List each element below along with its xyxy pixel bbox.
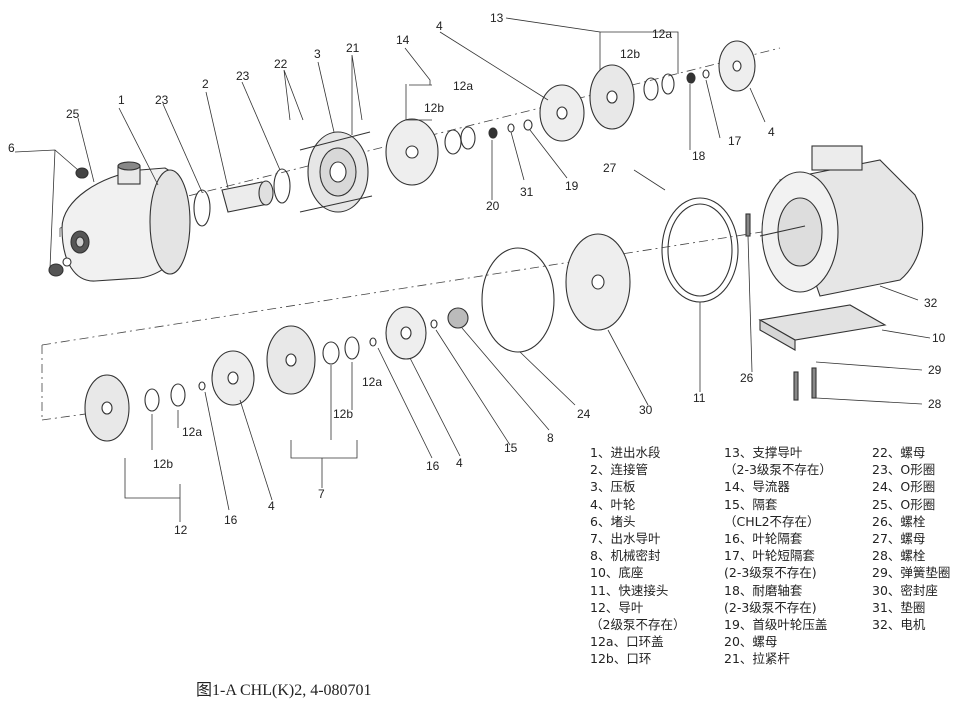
callout-20: 20	[486, 199, 500, 213]
legend-item: 31、垫圈	[872, 599, 926, 615]
callout-13: 13	[490, 11, 504, 25]
legend-item: 17、叶轮短隔套	[724, 548, 815, 564]
callout-27: 27	[603, 161, 617, 175]
legend-item: 15、隔套	[724, 496, 778, 512]
callout-29: 29	[928, 363, 942, 377]
legend-item: 7、出水导叶	[590, 530, 661, 546]
legend-item: （2级泵不存在）	[590, 616, 686, 632]
legend-item: 19、首级叶轮压盖	[724, 616, 828, 632]
figure-caption: 图1-A CHL(K)2, 4-080701	[196, 682, 372, 699]
callout-24: 24	[577, 407, 591, 421]
callout-30: 30	[639, 403, 653, 417]
legend-item: （2-3级泵不存在）	[724, 462, 832, 478]
legend-item: 14、导流器	[724, 479, 790, 495]
callout-23: 23	[155, 93, 169, 107]
callout-4: 4	[456, 456, 463, 470]
callout-21: 21	[346, 41, 360, 55]
parts-legend: 1、进出水段 2、连接管 3、压板 4、叶轮 6、堵头 7、出水导叶 8、机械密…	[590, 444, 975, 694]
assembly-axis-lines	[41, 47, 801, 421]
pressure-plate	[299, 131, 373, 213]
callout-17: 17	[728, 134, 742, 148]
legend-item: 22、螺母	[872, 445, 926, 460]
callout-6: 6	[8, 141, 15, 155]
legend-item: 10、底座	[590, 565, 644, 581]
callout-3: 3	[314, 47, 321, 61]
legend-item: 18、耐磨轴套	[724, 582, 803, 598]
connecting-pipe-and-orings	[193, 168, 291, 227]
legend-item: 11、快速接头	[590, 582, 669, 598]
callout-4: 4	[268, 499, 275, 513]
callout-7: 7	[318, 487, 325, 501]
callout-12a: 12a	[652, 27, 672, 41]
inlet-outlet-section	[61, 161, 191, 282]
callout-25: 25	[66, 107, 80, 121]
callout-12a: 12a	[453, 79, 473, 93]
legend-item: 6、堵头	[590, 513, 636, 529]
legend-item: 2、连接管	[590, 462, 648, 478]
callout-4: 4	[768, 125, 775, 139]
legend-column-2: 13、支撑导叶 （2-3级泵不存在） 14、导流器 15、隔套 （CHL2不存在…	[724, 444, 832, 667]
callout-12: 12	[174, 523, 188, 537]
callout-12b: 12b	[424, 101, 444, 115]
callout-12b: 12b	[333, 407, 353, 421]
legend-item: 25、O形圈	[872, 496, 936, 512]
callout-1: 1	[118, 93, 125, 107]
legend-item: 12b、口环	[590, 651, 652, 667]
legend-item: 8、机械密封	[590, 548, 661, 564]
callout-22: 22	[274, 57, 288, 71]
legend-item: 3、压板	[590, 479, 636, 495]
callout-18: 18	[692, 149, 706, 163]
callout-16: 16	[426, 459, 440, 473]
legend-item: 23、O形圈	[872, 462, 936, 478]
legend-item: 30、密封座	[872, 582, 938, 598]
callout-14: 14	[396, 33, 410, 47]
legend-item: 29、弹簧垫圈	[872, 565, 951, 581]
callout-12b: 12b	[153, 457, 173, 471]
callout-19: 19	[565, 179, 579, 193]
legend-item: 4、叶轮	[590, 496, 636, 512]
callout-2: 2	[202, 77, 209, 91]
callout-12a: 12a	[362, 375, 382, 389]
leader-lines	[14, 17, 931, 522]
legend-item: 24、O形圈	[872, 479, 936, 495]
legend-item: 26、螺栓	[872, 513, 926, 529]
legend-item: (2-3级泵不存在)	[724, 599, 817, 615]
callout-4: 4	[436, 19, 443, 33]
legend-item: 27、螺母	[872, 530, 926, 546]
legend-item: 12、导叶	[590, 599, 644, 615]
legend-item: 1、进出水段	[590, 445, 661, 460]
callout-15: 15	[504, 441, 518, 455]
callout-16: 16	[224, 513, 238, 527]
legend-column-1: 1、进出水段 2、连接管 3、压板 4、叶轮 6、堵头 7、出水导叶 8、机械密…	[590, 444, 685, 667]
callout-11: 11	[693, 391, 706, 405]
legend-item: 28、螺栓	[872, 548, 926, 564]
legend-item: (2-3级泵不存在)	[724, 565, 817, 581]
callout-31: 31	[520, 185, 534, 199]
callout-28: 28	[928, 397, 942, 411]
callout-12b: 12b	[620, 47, 640, 61]
legend-item: 32、电机	[872, 616, 926, 632]
legend-item: 20、螺母	[724, 634, 778, 650]
legend-column-3: 22、螺母 23、O形圈 24、O形圈 25、O形圈 26、螺栓 27、螺母 2…	[872, 444, 950, 633]
drain-plugs	[48, 167, 89, 277]
callout-labels: 1 2 3 4 4 4 4 6 7 8 10 11 12 12a 12a 12a…	[8, 11, 946, 537]
upper-stage-parts	[385, 40, 756, 186]
legend-item: （CHL2不存在）	[724, 513, 820, 529]
callout-10: 10	[932, 331, 946, 345]
callout-12a: 12a	[182, 425, 202, 439]
motor-assembly	[745, 145, 924, 401]
callout-23: 23	[236, 69, 250, 83]
lower-stage-parts	[84, 197, 739, 442]
callout-8: 8	[547, 431, 554, 445]
callout-32: 32	[924, 296, 938, 310]
callout-26: 26	[740, 371, 754, 385]
legend-item: 12a、口环盖	[590, 634, 664, 650]
legend-item: 13、支撑导叶	[724, 445, 803, 460]
legend-item: 21、拉紧杆	[724, 651, 790, 667]
legend-item: 16、叶轮隔套	[724, 530, 803, 546]
